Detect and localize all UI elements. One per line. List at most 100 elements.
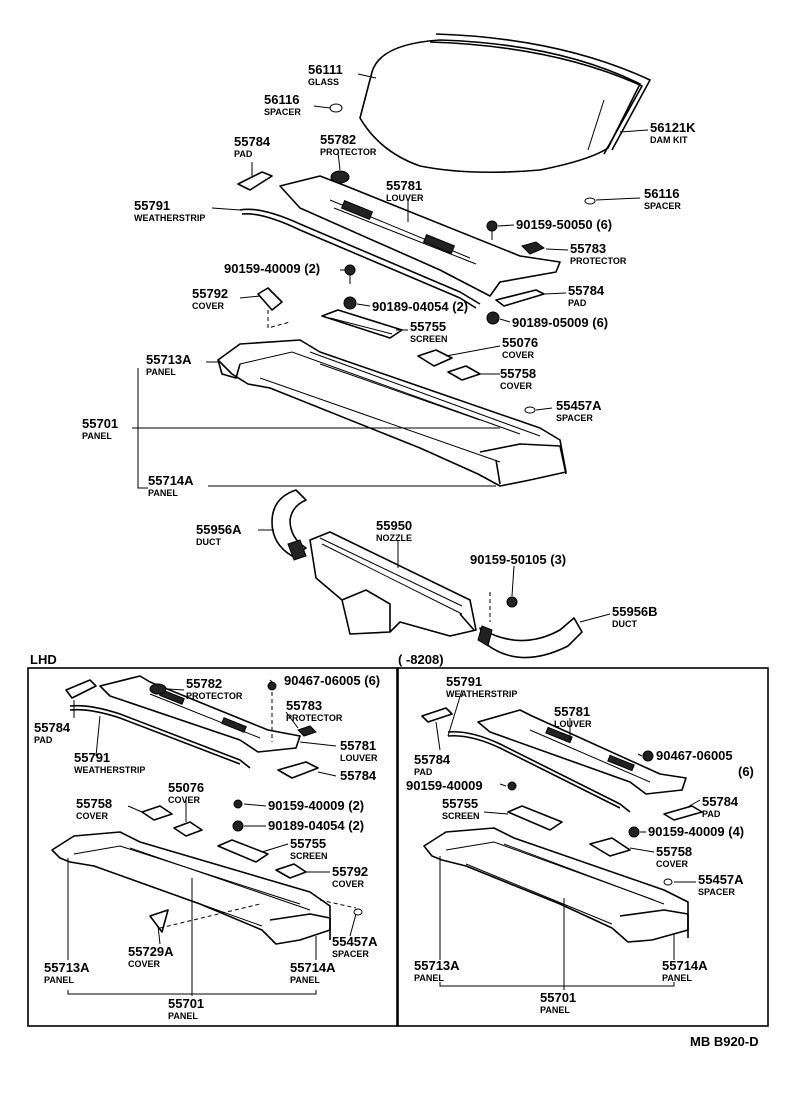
r-bolt-90159-40009-right — [628, 826, 640, 838]
part-number: 55713A — [44, 960, 90, 975]
callout-55758-a: 55758 COVER — [500, 366, 536, 391]
part-name: PANEL — [148, 488, 178, 498]
part-name: SPACER — [644, 201, 681, 211]
nozzle-55950 — [309, 531, 477, 637]
callout-55714a-c: 55714A PANEL — [662, 958, 708, 983]
callout-55701-c: 55701 PANEL — [540, 990, 576, 1015]
part-number: 55791 — [446, 674, 482, 689]
callout-90467-06005-a: 90467-06005 (6) — [284, 673, 380, 688]
callout-90189-05009: 90189-05009 (6) — [512, 315, 608, 330]
protector-55783 — [521, 241, 545, 255]
part-name: PANEL — [662, 973, 692, 983]
part-number: 55792 — [332, 864, 368, 879]
windshield-glass — [359, 33, 651, 174]
part-number: 55457A — [556, 398, 602, 413]
cover-55758-top — [447, 365, 481, 381]
part-name: SCREEN — [290, 851, 328, 861]
part-number: 55792 — [192, 286, 228, 301]
part-number: 55784 — [568, 283, 605, 298]
part-number: 90189-05009 (6) — [512, 315, 608, 330]
r-cover-55758 — [589, 837, 631, 857]
part-name: PANEL — [540, 1005, 570, 1015]
callout-55956a: 55956A DUCT — [196, 522, 242, 547]
pad-55784-left — [237, 171, 273, 191]
part-name: SPACER — [264, 107, 301, 117]
callout-55076-a: 55076 COVER — [502, 335, 538, 360]
part-number: 55784 — [340, 768, 377, 783]
part-number: 90159-50105 (3) — [470, 552, 566, 567]
lhd-bolt-90467-06005 — [267, 681, 277, 742]
r-weatherstrip-55791 — [447, 730, 631, 813]
callout-90159-40009-c: 90159-40009 — [406, 778, 483, 793]
part-number: 55729A — [128, 944, 174, 959]
callout-55457a-c: 55457A SPACER — [698, 872, 744, 897]
part-name: PANEL — [414, 973, 444, 983]
part-name: PANEL — [290, 975, 320, 985]
part-name: SPACER — [556, 413, 593, 423]
part-number: 90159-50050 (6) — [516, 217, 612, 232]
lhd-protector-55783 — [297, 725, 317, 737]
part-number: 55755 — [290, 836, 326, 851]
part-number: 90159-40009 (2) — [268, 798, 364, 813]
callout-90189-04054-a: 90189-04054 (2) — [372, 299, 468, 314]
part-name: LOUVER — [340, 753, 378, 763]
part-number: 90189-04054 (2) — [268, 818, 364, 833]
part-number: 55758 — [656, 844, 692, 859]
bolt-90159-50105 — [489, 592, 518, 622]
callout-55713a-c: 55713A PANEL — [414, 958, 460, 983]
callout-90159-50050: 90159-50050 (6) — [516, 217, 612, 232]
part-number: 56116 — [644, 186, 679, 201]
cowl-panel-55701-top — [217, 339, 567, 487]
part-number: 55457A — [698, 872, 744, 887]
callout-55791-c: 55791 WEATHERSTRIP — [446, 674, 517, 699]
part-name: COVER — [76, 811, 109, 821]
clip-90189-04054-top — [343, 296, 357, 310]
callout-56111: 56111 GLASS — [308, 62, 343, 87]
part-name: PAD — [702, 809, 721, 819]
part-number: 55781 — [554, 704, 590, 719]
part-number: 55701 — [540, 990, 576, 1005]
louver-55781 — [279, 175, 561, 297]
part-number: 90159-40009 — [406, 778, 483, 793]
r-pad-55784-right — [663, 805, 703, 821]
part-name: WEATHERSTRIP — [446, 689, 517, 699]
callout-55758-c: 55758 COVER — [656, 844, 692, 869]
part-number: 55784 — [234, 134, 271, 149]
callout-55076-b: 55076 COVER — [168, 780, 204, 805]
bolt-90159-50050 — [486, 220, 498, 240]
part-name: SPACER — [698, 887, 735, 897]
part-number: 55784 — [414, 752, 451, 767]
callout-55792-a: 55792 COVER — [192, 286, 228, 311]
part-number: 55714A — [662, 958, 708, 973]
lhd-cover-55758 — [141, 805, 173, 821]
callout-56116-a: 56116 SPACER — [264, 92, 301, 117]
part-name: LOUVER — [386, 193, 424, 203]
clip-90189-05009 — [486, 311, 500, 325]
part-name: DAM KIT — [650, 135, 688, 145]
callout-55950: 55950 NOZZLE — [376, 518, 412, 543]
cover-55792-top — [257, 287, 291, 329]
part-name: COVER — [332, 879, 365, 889]
callout-56116-b: 56116 SPACER — [644, 186, 681, 211]
part-number: 55713A — [146, 352, 192, 367]
duct-55956b — [477, 617, 583, 659]
part-number: 55784 — [34, 720, 71, 735]
part-name: COVER — [656, 859, 689, 869]
lhd-bolt-90159-40009 — [233, 799, 243, 809]
callout-55792-b: 55792 COVER — [332, 864, 368, 889]
pad-55784-right — [495, 289, 545, 307]
callout-90159-50105: 90159-50105 (3) — [470, 552, 566, 567]
part-name: COVER — [168, 795, 201, 805]
callout-90159-40009-b: 90159-40009 (2) — [268, 798, 364, 813]
part-name: PANEL — [146, 367, 176, 377]
callout-90159-40009-d: 90159-40009 (4) — [648, 824, 744, 839]
part-number: 55755 — [442, 796, 478, 811]
duct-55956a — [271, 489, 307, 561]
period-section-label: ( -8208) — [398, 652, 444, 667]
callout-55755-b: 55755 SCREEN — [290, 836, 328, 861]
part-number: 55714A — [290, 960, 336, 975]
part-name: LOUVER — [554, 719, 592, 729]
part-name: SCREEN — [410, 334, 448, 344]
part-number: 55076 — [502, 335, 538, 350]
